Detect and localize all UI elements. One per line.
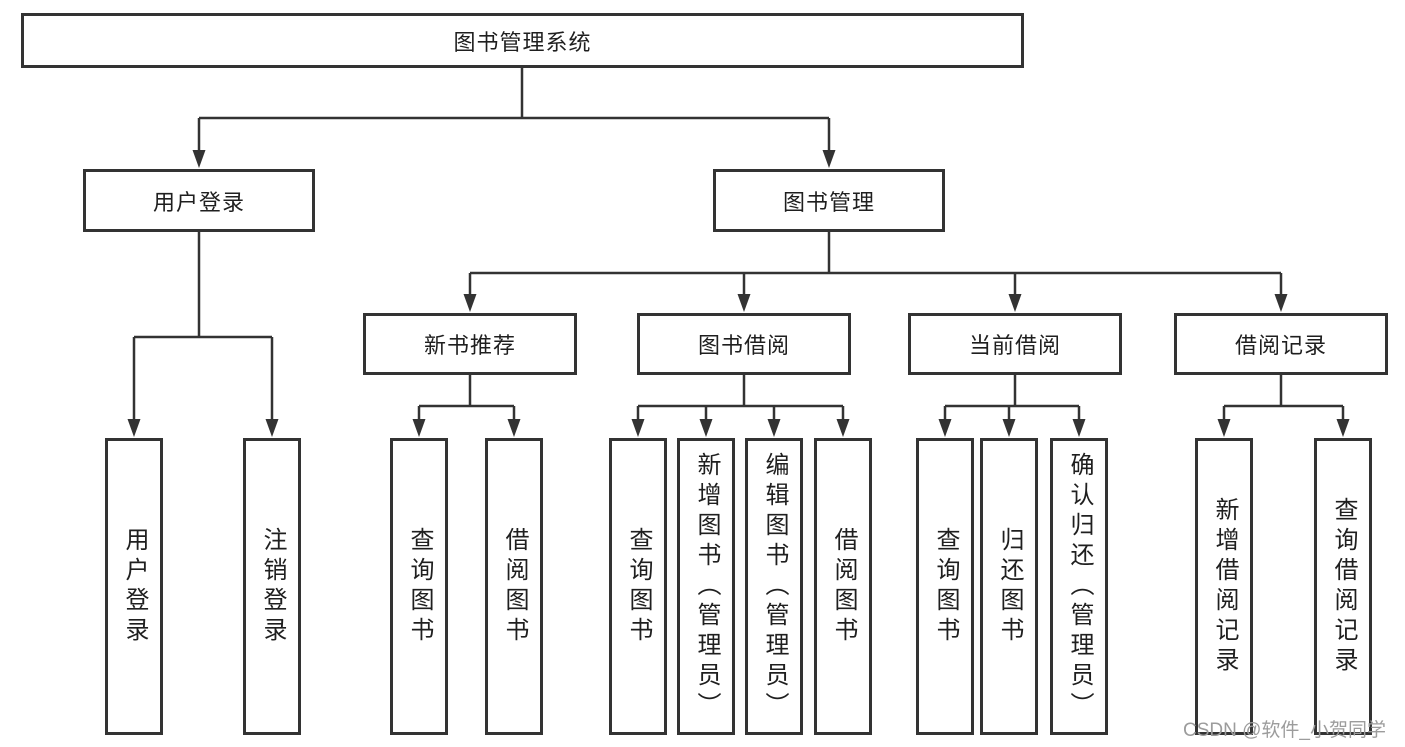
leaf-logout: 注销登录 (243, 438, 301, 735)
node-label: 借阅图书 (830, 526, 857, 647)
node-library-system: 图书管理系统 (21, 13, 1024, 68)
node-label: 查询图书 (932, 526, 959, 647)
node-label: 当前借阅 (968, 333, 1061, 358)
node-borrowing-records: 借阅记录 (1174, 313, 1388, 375)
node-label: 用户登录 (152, 189, 245, 215)
leaf-add-books-admin: 新增图书（管理员） (677, 438, 735, 735)
csdn-watermark: CSDN @软件_小贺同学 (1183, 720, 1386, 741)
leaf-query-books-current: 查询图书 (916, 438, 974, 735)
node-book-borrowing: 图书借阅 (637, 313, 851, 375)
node-label: 确认归还（管理员） (1066, 451, 1093, 722)
node-book-management: 图书管理 (713, 169, 945, 232)
leaf-borrow-books: 借阅图书 (814, 438, 872, 735)
node-label: 图书管理 (782, 189, 875, 215)
leaf-borrow-books-recommend: 借阅图书 (485, 438, 543, 735)
node-label: 新增图书（管理员） (693, 451, 720, 722)
leaf-edit-books-admin: 编辑图书（管理员） (745, 438, 803, 735)
node-label: 编辑图书（管理员） (761, 451, 788, 722)
arrowhead-icons (127, 150, 1350, 437)
leaf-confirm-return-admin: 确认归还（管理员） (1050, 438, 1108, 735)
leaf-return-books: 归还图书 (980, 438, 1038, 735)
node-label: 新书推荐 (423, 333, 516, 358)
leaf-query-borrow-record: 查询借阅记录 (1314, 438, 1372, 735)
node-current-borrowing: 当前借阅 (908, 313, 1122, 375)
leaf-query-books-recommend: 查询图书 (390, 438, 448, 735)
node-label: 查询图书 (406, 526, 433, 647)
leaf-user-login: 用户登录 (105, 438, 163, 735)
node-label: 借阅记录 (1234, 333, 1327, 358)
node-new-book-recommend: 新书推荐 (363, 313, 577, 375)
leaf-add-borrow-record: 新增借阅记录 (1195, 438, 1253, 735)
leaf-query-books-borrowing: 查询图书 (609, 438, 667, 735)
node-label: 用户登录 (121, 526, 148, 647)
node-label: 借阅图书 (501, 526, 528, 647)
node-label: 新增借阅记录 (1211, 496, 1238, 677)
node-label: 查询图书 (625, 526, 652, 647)
node-label: 图书管理系统 (453, 29, 592, 55)
node-user-login: 用户登录 (83, 169, 315, 232)
node-label: 归还图书 (996, 526, 1023, 647)
node-label: 注销登录 (259, 526, 286, 647)
node-label: 图书借阅 (697, 333, 790, 358)
node-label: 查询借阅记录 (1330, 496, 1357, 677)
